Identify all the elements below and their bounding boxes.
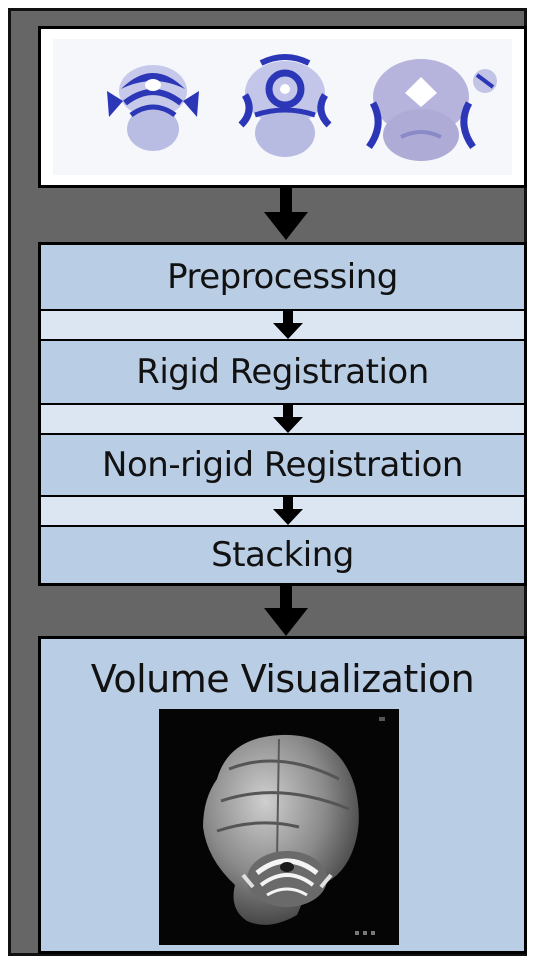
- arrow-down-icon: [264, 586, 308, 636]
- arrow-down-icon: [273, 497, 303, 527]
- stage-non-rigid-registration: Non-rigid Registration: [41, 435, 524, 495]
- arrow-down-icon: [264, 188, 308, 242]
- brain-section-image: [53, 39, 512, 175]
- section-3: [366, 59, 497, 161]
- stage-rigid-registration: Rigid Registration: [41, 341, 524, 403]
- volume-visualization-panel: Volume Visualization: [38, 636, 527, 954]
- volume-visualization-title: Volume Visualization: [90, 657, 475, 701]
- volume-render-image: [159, 709, 399, 945]
- section-2: [238, 54, 332, 157]
- stage-stacking: Stacking: [41, 527, 524, 583]
- section-1: [107, 65, 199, 151]
- brain-sections-panel: [38, 26, 527, 188]
- processing-pipeline: Preprocessing Rigid Registration Non-rig…: [38, 242, 527, 586]
- arrow-down-icon: [273, 311, 303, 341]
- stage-preprocessing: Preprocessing: [41, 245, 524, 309]
- arrow-down-icon: [273, 405, 303, 435]
